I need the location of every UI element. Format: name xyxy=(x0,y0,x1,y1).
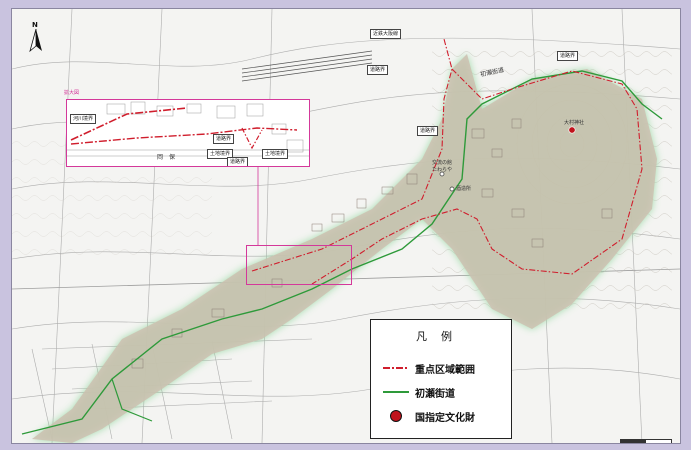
label-sake: 酒造所 xyxy=(456,186,472,192)
inset-label-land-2: 土地境界 xyxy=(262,149,289,159)
red-circle-marker-icon xyxy=(383,408,409,424)
legend-item-hatsuse-road: 初瀬街道 xyxy=(383,384,455,400)
map-canvas[interactable]: N 近鉄大阪線 道路界 道路界 道路界 初瀬街道 大村神社 交流の館 たわらや … xyxy=(11,8,681,444)
legend-label: 初瀬街道 xyxy=(415,388,455,400)
green-line-icon xyxy=(383,384,409,400)
inset-title: 拡大図 xyxy=(64,90,80,96)
inset-drawing xyxy=(67,101,309,157)
label-road-boundary-2: 道路界 xyxy=(557,51,579,61)
dash-dot-red-line-icon xyxy=(383,360,409,376)
label-exchange-1: 交流の館 xyxy=(432,160,453,166)
legend-item-focus-area: 重点区域範囲 xyxy=(383,360,475,376)
inset-area-label: 岡 保 xyxy=(157,154,176,161)
label-kintetsu: 近鉄大阪線 xyxy=(370,29,402,39)
scale-bar xyxy=(620,439,672,443)
inset-map[interactable]: 河川境界 道路界 土地境界 土地境界 道路界 岡 保 xyxy=(66,99,310,167)
legend-label: 重点区域範囲 xyxy=(415,364,475,376)
railway xyxy=(241,50,373,82)
focus-area-boundary xyxy=(251,38,643,285)
inset-label-river: 河川境界 xyxy=(70,114,97,124)
legend-box: 凡例 重点区域範囲 初瀬街道 国指定文化財 xyxy=(370,319,512,439)
label-shrine: 大村神社 xyxy=(564,120,585,126)
inset-label-road-2: 道路界 xyxy=(227,157,249,166)
map-drawing xyxy=(12,9,680,443)
north-label: N xyxy=(32,21,38,29)
legend-item-heritage: 国指定文化財 xyxy=(383,408,475,424)
inset-label-land-1: 土地境界 xyxy=(207,149,234,159)
label-road-boundary-3: 道路界 xyxy=(417,126,439,136)
label-exchange-2: たわらや xyxy=(432,167,453,173)
heritage-marker xyxy=(568,126,576,134)
focus-area xyxy=(32,54,657,443)
inset-reference-box[interactable] xyxy=(246,245,352,285)
inset-label-road-1: 道路界 xyxy=(213,134,235,144)
north-arrow-icon: N xyxy=(28,21,44,53)
legend-title: 凡例 xyxy=(416,330,466,343)
label-road-boundary-1: 道路界 xyxy=(367,65,389,75)
legend-label: 国指定文化財 xyxy=(415,412,475,424)
hatsuse-road-line xyxy=(21,70,663,435)
